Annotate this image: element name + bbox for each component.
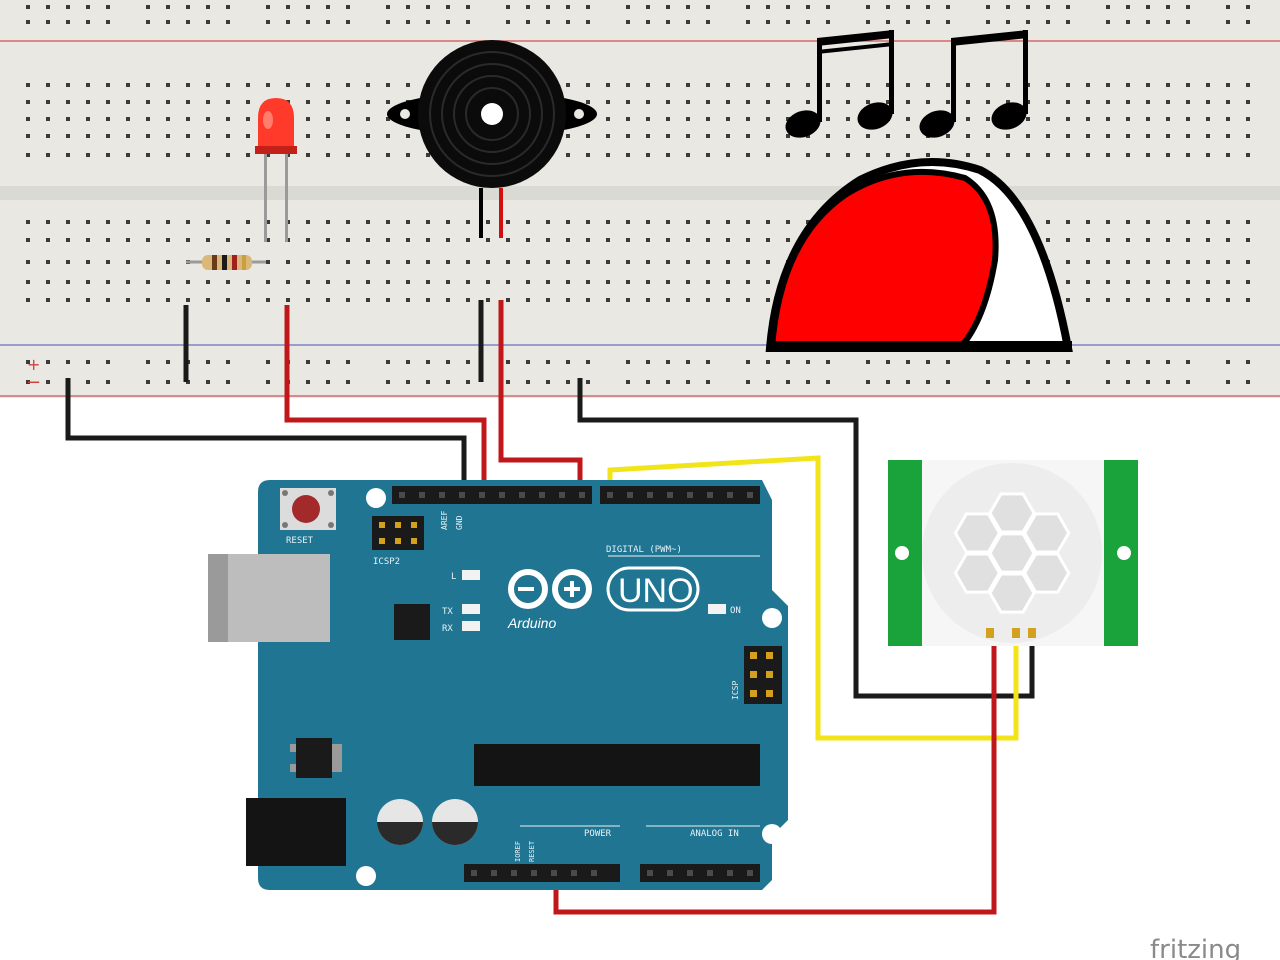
reset-button[interactable] bbox=[280, 488, 336, 530]
fritzing-watermark: fritzing bbox=[1150, 935, 1241, 960]
digital-label: DIGITAL (PWM~) bbox=[606, 545, 682, 555]
mount-hole bbox=[366, 488, 386, 508]
wire-pir-power bbox=[553, 634, 997, 915]
music-notes-icon bbox=[785, 30, 1028, 138]
power-label: POWER bbox=[584, 829, 612, 839]
beamed-notes-left bbox=[785, 30, 894, 138]
breadboard: + − bbox=[0, 0, 1280, 398]
capacitor bbox=[432, 799, 478, 845]
mount-hole bbox=[356, 866, 376, 886]
icsp2-header bbox=[372, 516, 424, 550]
minus-rail-label: − bbox=[26, 372, 41, 393]
led-l-label: L bbox=[451, 572, 456, 582]
red-led bbox=[255, 98, 297, 242]
power-jack bbox=[246, 798, 346, 866]
wire-pir-signal bbox=[607, 455, 1019, 741]
wires bbox=[65, 300, 1035, 915]
wire-led-to-pin13 bbox=[284, 305, 487, 495]
icsp-header bbox=[744, 646, 782, 704]
uno-logo-text: UNO bbox=[618, 572, 694, 610]
beamed-notes-right bbox=[919, 30, 1028, 138]
digital-pin-header bbox=[392, 486, 760, 504]
alarm-bell-icon bbox=[765, 158, 1073, 352]
reset-pin-label: RESET bbox=[528, 840, 536, 862]
arduino-uno-board: RESET ICSP2 bbox=[208, 480, 788, 890]
icsp-label: ICSP bbox=[731, 681, 740, 700]
led-rx-label: RX bbox=[442, 624, 453, 634]
capacitor bbox=[377, 799, 423, 845]
analog-label: ANALOG IN bbox=[690, 829, 739, 839]
mount-hole bbox=[762, 824, 782, 844]
icsp2-label: ICSP2 bbox=[373, 557, 400, 567]
ioref-label: IOREF bbox=[514, 841, 522, 862]
led-tx-label: TX bbox=[442, 607, 453, 617]
arduino-logo bbox=[508, 566, 700, 612]
power-analog-header bbox=[464, 864, 760, 882]
wire-pir-ground bbox=[577, 378, 1035, 699]
led-rx bbox=[462, 621, 480, 631]
led-tx bbox=[462, 604, 480, 614]
led-on bbox=[708, 604, 726, 614]
on-label: ON bbox=[730, 606, 741, 616]
reset-label: RESET bbox=[286, 536, 314, 546]
resistor bbox=[186, 255, 266, 270]
aref-label: AREF bbox=[440, 511, 449, 530]
microcontroller-chip bbox=[474, 744, 760, 786]
fresnel-lens bbox=[953, 492, 1071, 614]
plus-rail-label: + bbox=[27, 355, 40, 374]
usb-port bbox=[208, 554, 330, 642]
wire-buzzer-to-pin8 bbox=[498, 300, 583, 495]
pir-motion-sensor bbox=[888, 460, 1138, 646]
usb-chip bbox=[394, 604, 430, 640]
arduino-brand: Arduino bbox=[507, 615, 556, 631]
gnd-label: GND bbox=[455, 515, 464, 530]
led-l bbox=[462, 570, 480, 580]
mount-hole bbox=[762, 608, 782, 628]
wire-gnd-to-rail bbox=[65, 378, 467, 495]
voltage-regulator bbox=[296, 738, 332, 778]
piezo-buzzer bbox=[387, 40, 597, 238]
